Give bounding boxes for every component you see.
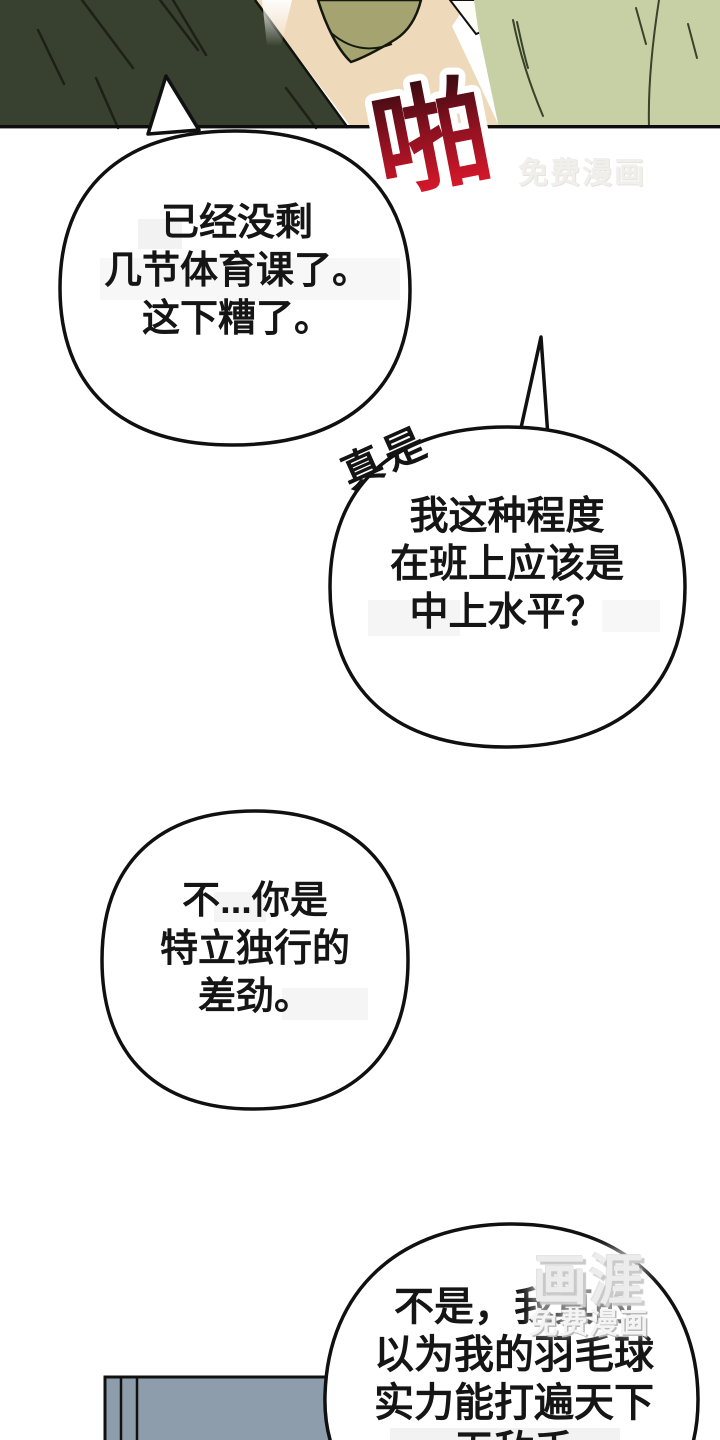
bubble-3-text: 不...你是 特立独行的 差劲。 (92, 877, 418, 1021)
bubble-4-line-1: 不是，我真的 (394, 1285, 634, 1329)
top-panel (0, 0, 720, 130)
ghost-patch (138, 219, 182, 249)
highlight-streak (262, 0, 292, 46)
table-edge (103, 1375, 365, 1440)
speech-bubble-3 (100, 809, 410, 1111)
bubble-2-body (328, 425, 687, 749)
shirt-green (474, 0, 720, 128)
bubble-1-line-1: 已经没剩 (160, 202, 313, 244)
bubble-1-tail (146, 74, 201, 136)
bubble-4-line-3: 实力能打遍天下 (374, 1381, 654, 1425)
bubble-2-tail (517, 335, 550, 439)
speech-bubble-4 (323, 1222, 700, 1440)
shirt-fold-lines (512, 0, 698, 128)
sleeve-hem-line (329, 31, 393, 50)
bubble-2-text: 我这种程度 在班上应该是 中上水平？ (328, 493, 686, 637)
panel-border-line (0, 125, 720, 129)
bubble-3-line-2: 特立独行的 (159, 928, 350, 970)
bubble-2-line-3: 中上水平？ (409, 591, 605, 634)
bubble-1-text: 已经没剩 几节体育课了。 这下糟了。 (62, 199, 412, 343)
ghost-patch (282, 988, 368, 1020)
speech-bubble-2 (328, 335, 687, 749)
bubble-4-line-2: 以为我的羽毛球 (374, 1333, 654, 1377)
bubble-4-text: 不是，我真的 以为我的羽毛球 实力能打遍天下 无敌手 (330, 1283, 698, 1440)
jacket-dark (0, 0, 348, 128)
watermark-top-right: 免费漫画 (518, 157, 646, 190)
watermark-logo: 画涯 (533, 1251, 645, 1311)
bubble-3-line-1: 不...你是 (182, 880, 328, 922)
jacket-fold-lines (36, 0, 318, 130)
bubble-1-line-3: 这下糟了。 (141, 298, 332, 340)
bubble-2-line-2: 在班上应该是 (389, 543, 624, 586)
ghost-patch (390, 1428, 620, 1440)
bubble-4-line-4: 无敌手 (330, 1427, 698, 1440)
ghost-patch (368, 600, 460, 636)
bubble-3-line-3: 差劲。 (197, 976, 312, 1018)
ghost-patch (214, 892, 266, 922)
bubble-1-body (58, 129, 412, 447)
sfx-text: 啪 (362, 64, 501, 214)
bubble-2-line-1: 我这种程度 (409, 495, 605, 538)
speech-bubble-1 (58, 74, 412, 447)
arm-skin (255, 0, 500, 128)
watermark-logo-caption: 免费漫画 (528, 1308, 649, 1340)
bubble-1-line-2: 几节体育课了。 (103, 250, 370, 292)
